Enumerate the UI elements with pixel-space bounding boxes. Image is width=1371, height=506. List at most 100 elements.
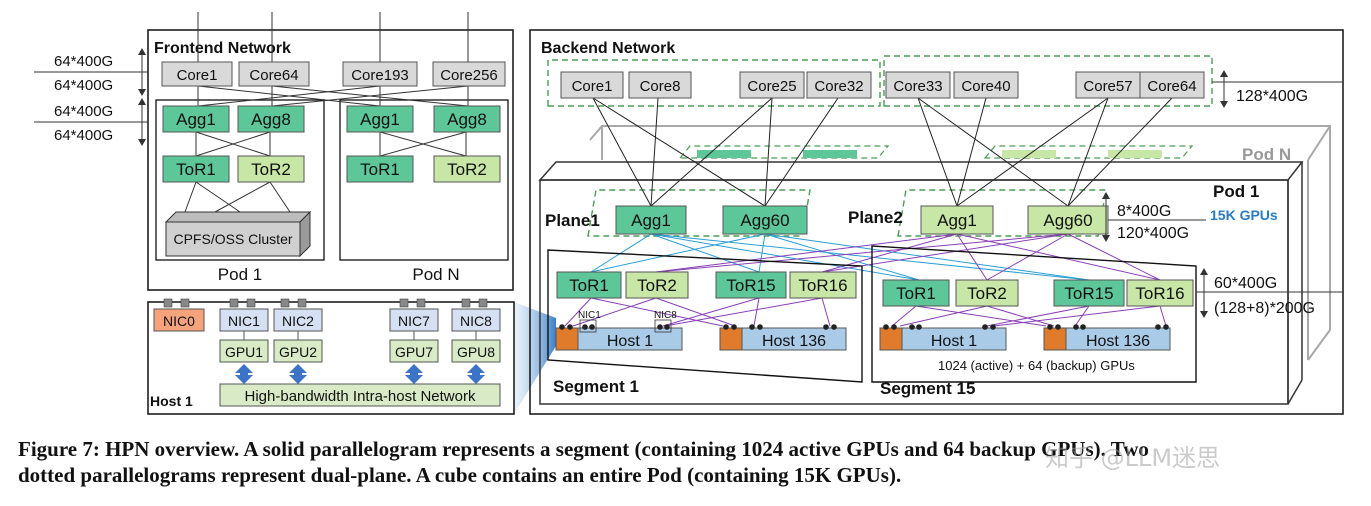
frontend-core-64-box xyxy=(238,61,310,87)
backend-core-25: Core25 xyxy=(739,71,805,99)
backend-core-1-label: Core1 xyxy=(572,78,613,95)
nic-0: NIC0 xyxy=(153,308,205,332)
gpu-7-box xyxy=(389,339,439,363)
segment1-tor-1-box xyxy=(556,271,622,299)
nic-7-label: NIC7 xyxy=(398,313,430,329)
segment1-host-1-box xyxy=(577,327,683,351)
segment1-tor-2-box xyxy=(625,271,689,299)
frontend-frame xyxy=(147,29,514,291)
gpu-7: GPU7 xyxy=(389,339,439,363)
segment1-tor-15-label: ToR15 xyxy=(726,276,775,295)
frontend-core-1-label: Core1 xyxy=(177,67,218,84)
nic-0-label: NIC0 xyxy=(163,313,195,329)
frontend-core-256-box xyxy=(432,61,506,87)
segment15-host136-ports xyxy=(1047,324,1169,330)
tor-bw-up: 60*400G xyxy=(1214,275,1277,292)
backend-core-40: Core40 xyxy=(953,71,1019,99)
intra-host-network-box xyxy=(219,383,501,407)
pod-n-cube xyxy=(589,125,1331,361)
nic1-box xyxy=(579,319,597,333)
frontend-core-256-label: Core256 xyxy=(440,67,498,84)
nic-2-label: NIC2 xyxy=(282,313,314,329)
frontend-bandwidth: 64*400G 64*400G 64*400G 64*400G xyxy=(34,48,148,146)
gpu-2-label: GPU2 xyxy=(279,344,317,360)
plane2-agg-1: Agg1 xyxy=(920,205,994,235)
segment15-host-1-box xyxy=(901,327,1007,351)
core-bandwidth: 128*400G xyxy=(1212,70,1343,108)
intra-host-network-label: High-bandwidth Intra-host Network xyxy=(245,388,476,405)
segment15-tor-1-box xyxy=(882,279,950,307)
frontend-podn-tor-2-box xyxy=(433,155,501,183)
pod1-gpus: 15K GPUs xyxy=(1210,207,1278,223)
backend-frame xyxy=(529,29,1344,415)
segment1-tor-16-box xyxy=(789,271,857,299)
segment1-tor-host-links xyxy=(564,297,831,327)
frontend-agg-tor-links xyxy=(184,131,467,213)
segment15-gpu-note: 1024 (active) + 64 (backup) GPUs xyxy=(938,358,1135,373)
segment1-tor-15-box xyxy=(715,271,787,299)
plane2-agg-1-box xyxy=(920,205,994,235)
gpu-1-label: GPU1 xyxy=(225,344,263,360)
core-bw-label: 128*400G xyxy=(1236,88,1308,105)
segment1-tor-15: ToR15 xyxy=(715,271,787,299)
frontend-podn-tor-2: ToR2 xyxy=(433,155,501,183)
segment15-tor-16-label: ToR16 xyxy=(1135,284,1184,303)
segment15-host-1-label: Host 1 xyxy=(931,333,977,350)
frontend-podn-agg-1-label: Agg1 xyxy=(360,110,400,129)
frontend-pod1-agg-8: Agg8 xyxy=(237,105,305,133)
gpu-1: GPU1 xyxy=(219,339,269,363)
frontend-podn-frame xyxy=(339,99,509,261)
backend-core-1: Core1 xyxy=(560,71,624,99)
nic1-tag: NIC1 xyxy=(578,310,601,321)
host-label: Host 1 xyxy=(150,393,193,409)
segment15-host-136-box xyxy=(1065,327,1171,351)
segment1-host-136-box xyxy=(741,327,847,351)
backend-core-33-label: Core33 xyxy=(893,78,942,95)
plane2-agg-1-label: Agg1 xyxy=(937,211,977,230)
agg-bw-up: 8*400G xyxy=(1117,203,1171,220)
frontend-podn-agg-1-box xyxy=(346,105,414,133)
plane2-agg-60: Agg60 xyxy=(1027,205,1109,235)
frontend-podn-agg-1: Agg1 xyxy=(346,105,414,133)
backend-core-8-box xyxy=(628,71,692,99)
backend-title: Backend Network xyxy=(541,40,675,57)
zoom-callout xyxy=(514,302,556,414)
frontend-pod1-tor-2: ToR2 xyxy=(237,155,305,183)
frontend-pod1-tor-1-box xyxy=(162,155,230,183)
plane1-links xyxy=(590,233,1090,281)
segment1-tor-2: ToR2 xyxy=(625,271,689,299)
frontend-core-256: Core256 xyxy=(432,61,506,87)
segment1-host1-nic xyxy=(555,327,579,351)
nic8-tag: NIC8 xyxy=(654,310,677,321)
frontend-core-64-label: Core64 xyxy=(249,67,298,84)
plane1-agg-1: Agg1 xyxy=(615,205,687,235)
frontend-pod1-agg-8-label: Agg8 xyxy=(251,110,291,129)
nic-8-label: NIC8 xyxy=(460,313,492,329)
backend-core-group-2 xyxy=(883,55,1213,107)
frontend-pod1-tor-1: ToR1 xyxy=(162,155,230,183)
agg-bandwidth: 8*400G 120*400G xyxy=(1102,192,1206,242)
agg-bw-down: 120*400G xyxy=(1117,225,1189,242)
frontend-pod1-frame xyxy=(155,99,325,261)
frontend-podn-tor-1-label: ToR1 xyxy=(360,160,400,179)
frontend-network: Frontend Network xyxy=(34,12,514,291)
backend-core-agg-links xyxy=(592,97,1173,207)
gpu-7-label: GPU7 xyxy=(395,344,433,360)
plane1-agg-60-label: Agg60 xyxy=(740,211,789,230)
gpu-8-label: GPU8 xyxy=(457,344,495,360)
host-frame xyxy=(147,301,515,415)
segment1-host-136: Host 136 xyxy=(741,327,847,351)
watermark: 知乎 @LLM迷思 xyxy=(1045,444,1221,472)
segment15-tor-1: ToR1 xyxy=(882,279,950,307)
segment15-tor-2-box xyxy=(955,279,1019,307)
fe-bw-1: 64*400G xyxy=(54,53,113,70)
caption-line-1: Figure 7: HPN overview. A solid parallel… xyxy=(18,437,1149,461)
segment1-tor-1: ToR1 xyxy=(556,271,622,299)
backend-core-57-box xyxy=(1075,71,1141,99)
segment15-host-136-label: Host 136 xyxy=(1086,333,1150,350)
plane2-agg-60-label: Agg60 xyxy=(1043,211,1092,230)
gpu-2-box xyxy=(273,339,323,363)
pod1-label: Pod 1 xyxy=(1213,182,1259,201)
frontend-core-1-box xyxy=(161,61,233,87)
segment15-tor-2-label: ToR2 xyxy=(967,284,1007,303)
